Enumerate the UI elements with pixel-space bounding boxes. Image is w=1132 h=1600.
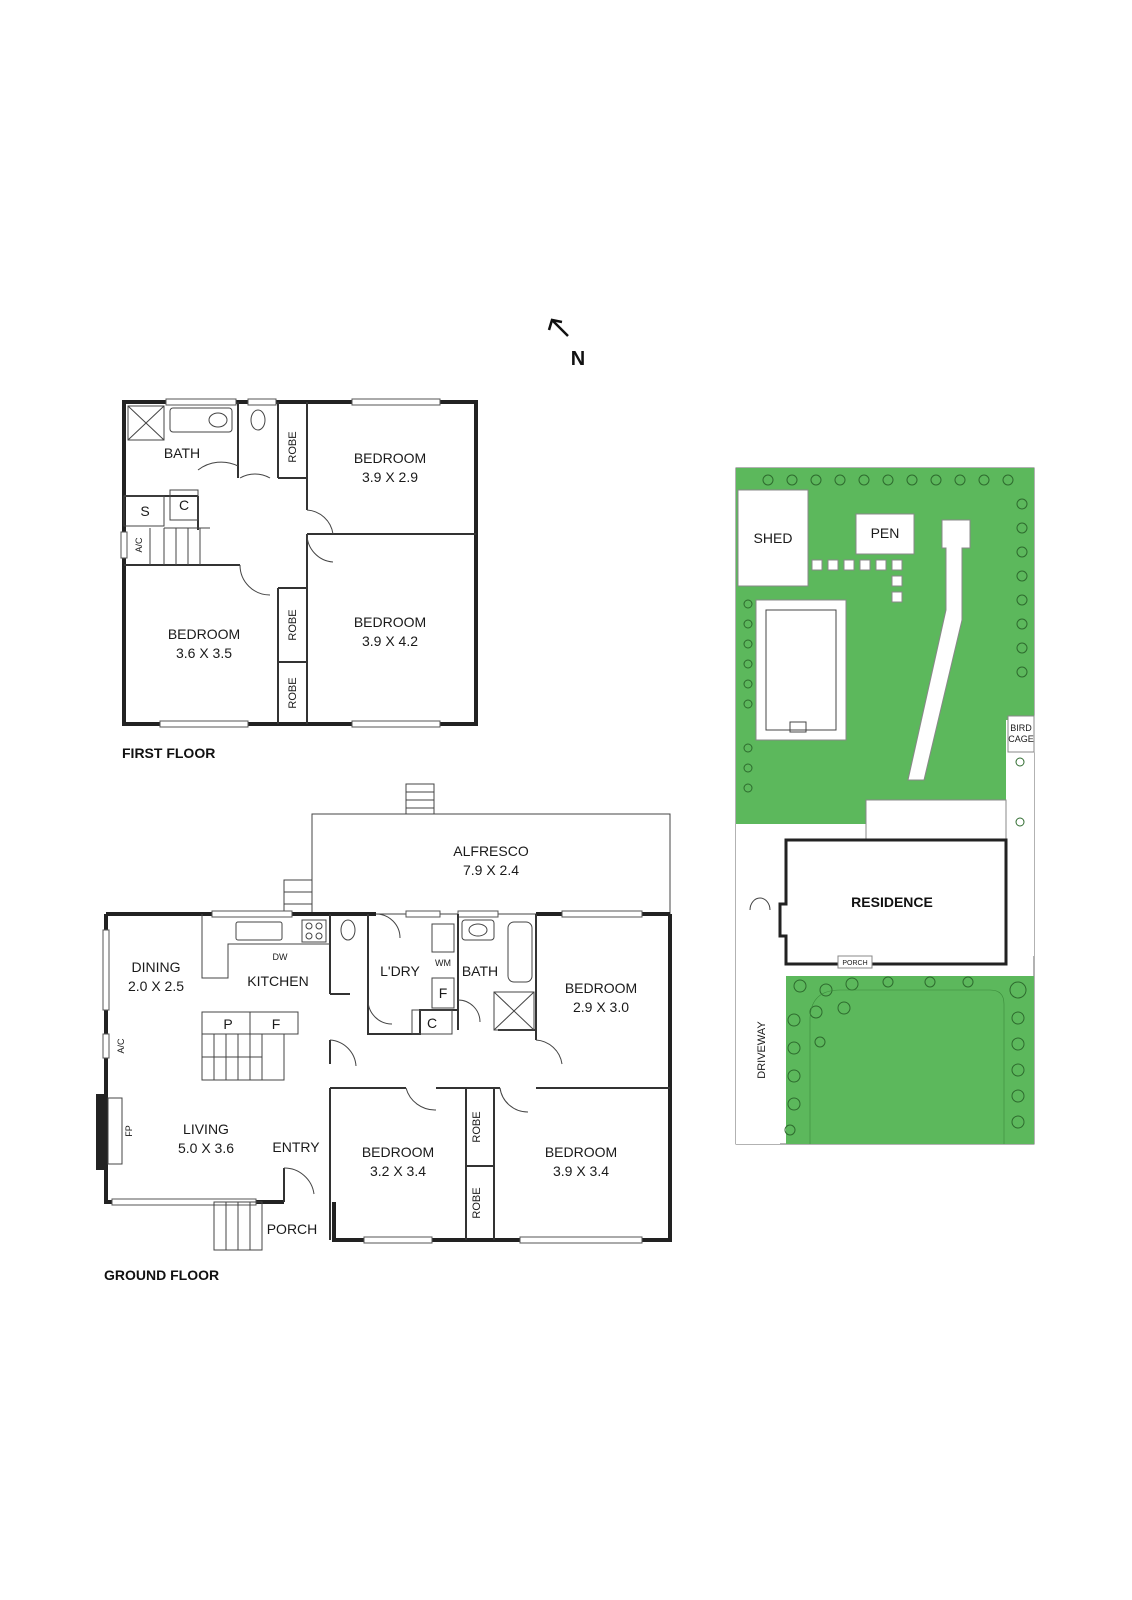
residence <box>778 838 1008 966</box>
gf-alfresco-name: ALFRESCO <box>453 843 529 859</box>
gf-entry-label: ENTRY <box>272 1139 320 1155</box>
ff-bedroom-ne-dim: 3.9 X 2.9 <box>362 469 418 485</box>
gf-c-small-label: C <box>427 1015 437 1031</box>
gf-porch-label: PORCH <box>267 1221 318 1237</box>
site-plan: SHED PEN BIRD CAGE RESIDENCE PORCH DRIVE… <box>735 467 1035 1145</box>
ff-robe-mid-label: ROBE <box>287 609 299 640</box>
stepping-stones <box>811 559 903 603</box>
gf-bedroom-e-name: BEDROOM <box>565 980 637 996</box>
gf-dw-label: DW <box>273 952 288 962</box>
ground-floor-title: GROUND FLOOR <box>104 1267 219 1283</box>
ff-robe-top-label: ROBE <box>287 431 299 462</box>
gf-bedroom-s1-dim: 3.2 X 3.4 <box>370 1163 426 1179</box>
gf-bedroom-e-dim: 2.9 X 3.0 <box>573 999 629 1015</box>
gf-robe-bottom-label: ROBE <box>471 1187 483 1218</box>
ff-s-label: S <box>140 503 149 519</box>
site-residence-label: RESIDENCE <box>851 894 933 910</box>
gf-f-label: F <box>272 1016 281 1032</box>
ff-bedroom-w-name: BEDROOM <box>168 626 240 642</box>
gf-dining-name: DINING <box>132 959 181 975</box>
gf-alfresco-dim: 7.9 X 2.4 <box>463 862 519 878</box>
gf-kitchen-label: KITCHEN <box>247 973 308 989</box>
ff-c-label: C <box>179 497 189 513</box>
ground-floor-plan: ALFRESCO 7.9 X 2.4 DINING 2.0 X 2.5 KITC… <box>96 783 672 1251</box>
first-floor-title: FIRST FLOOR <box>122 745 215 761</box>
bird-cage <box>1007 715 1035 753</box>
gf-bedroom-s1-name: BEDROOM <box>362 1144 434 1160</box>
gf-f-small-label: F <box>439 985 448 1001</box>
gf-ac-label: A/C <box>116 1038 126 1054</box>
gf-bedroom-s2-name: BEDROOM <box>545 1144 617 1160</box>
gf-bedroom-s2-dim: 3.9 X 3.4 <box>553 1163 609 1179</box>
ff-bedroom-se-name: BEDROOM <box>354 614 426 630</box>
shed <box>737 489 809 587</box>
site-cage-label: CAGE <box>1008 734 1034 744</box>
gf-ldry-label: L'DRY <box>380 963 420 979</box>
ff-ac-label: A/C <box>134 537 144 553</box>
pen <box>855 513 915 555</box>
north-arrow-icon <box>547 318 569 337</box>
gf-p-label: P <box>223 1016 232 1032</box>
pool <box>755 599 847 741</box>
gf-wm-label: WM <box>435 958 451 968</box>
site-bird-label: BIRD <box>1010 723 1032 733</box>
first-floor-plan: BATH S C A/C ROBE ROBE ROBE BEDROOM 3.9 … <box>120 398 478 728</box>
front-lawn <box>786 976 1034 1144</box>
gf-bath-label: BATH <box>462 963 498 979</box>
gf-living-dim: 5.0 X 3.6 <box>178 1140 234 1156</box>
gf-living-name: LIVING <box>183 1121 229 1137</box>
gf-dining-dim: 2.0 X 2.5 <box>128 978 184 994</box>
site-porch-label: PORCH <box>842 960 867 967</box>
ff-robe-bottom-label: ROBE <box>287 677 299 708</box>
compass-label: N <box>571 348 585 370</box>
compass: N <box>547 318 585 370</box>
site-driveway-label: DRIVEWAY <box>756 1021 768 1079</box>
ff-bedroom-ne-name: BEDROOM <box>354 450 426 466</box>
ff-bedroom-w-dim: 3.6 X 3.5 <box>176 645 232 661</box>
ff-bedroom-se-dim: 3.9 X 4.2 <box>362 633 418 649</box>
ff-bath-label: BATH <box>164 445 200 461</box>
gf-robe-top-label: ROBE <box>471 1111 483 1142</box>
hedge-shrubs <box>743 474 1028 1136</box>
site-pen-label: PEN <box>871 525 900 541</box>
site-shed-label: SHED <box>754 530 793 546</box>
gf-fp-label: FP <box>124 1125 134 1137</box>
